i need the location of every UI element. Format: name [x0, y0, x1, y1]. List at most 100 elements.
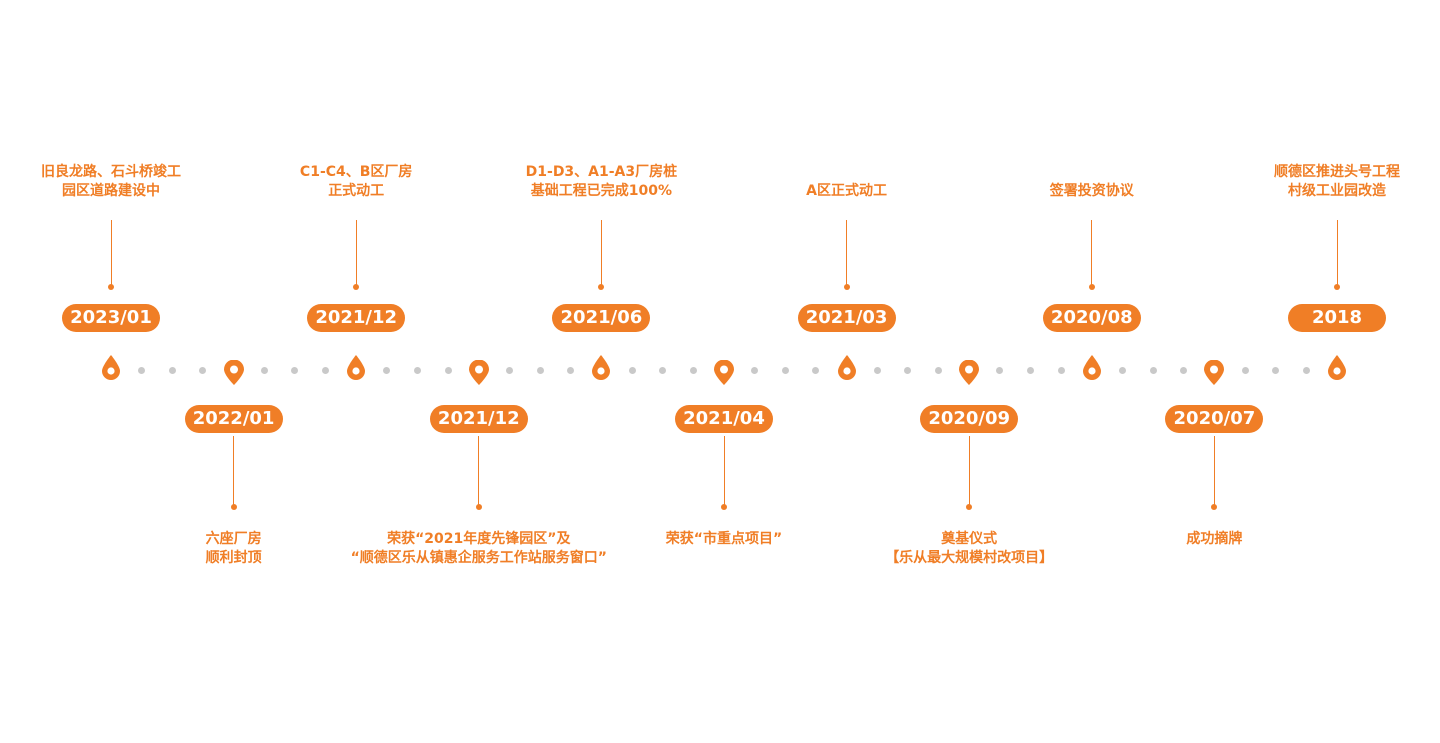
description-line: “顺德区乐从镇惠企服务工作站服务窗口”	[350, 550, 607, 566]
description-line: 签署投资协议	[1049, 183, 1134, 199]
event-description: 旧良龙路、石斗桥竣工园区道路建设中	[0, 163, 291, 201]
description-line: 顺利封顶	[205, 550, 262, 566]
description-line: 正式动工	[328, 183, 385, 199]
event-description: 荣获“市重点项目”	[544, 530, 904, 549]
map-pin-icon	[466, 360, 492, 386]
description-line: 顺德区推进头号工程	[1274, 164, 1400, 180]
connector-line	[478, 436, 480, 506]
description-line: 奠基仪式	[941, 531, 998, 547]
connector-line	[846, 220, 848, 286]
event-description: 荣获“2021年度先锋园区”及 “顺德区乐从镇惠企服务工作站服务窗口”	[299, 530, 659, 568]
drop-icon	[834, 354, 860, 380]
axis-dot	[1057, 366, 1065, 374]
axis-dot	[260, 366, 268, 374]
axis-dot	[1027, 366, 1034, 374]
connector-dot	[1211, 504, 1218, 510]
description-line: 村级工业园改造	[1288, 183, 1386, 199]
description-line: 园区道路建设中	[62, 183, 160, 199]
description-line: 荣获“2021年度先锋园区”及	[387, 531, 571, 547]
axis-dot	[567, 366, 575, 374]
description-line: 旧良龙路、石斗桥竣工	[41, 164, 181, 180]
date-badge: 2021/03	[797, 304, 896, 332]
drop-icon	[98, 354, 124, 380]
date-badge: 2018	[1288, 304, 1386, 332]
connector-dot	[1334, 284, 1340, 290]
event-description: 顺德区推进头号工程村级工业园改造	[1157, 163, 1440, 201]
date-badge: 2020/09	[920, 405, 1019, 433]
description-line: 六座厂房	[205, 531, 262, 547]
connector-line	[355, 220, 357, 286]
axis-dot	[659, 366, 667, 374]
connector-line	[968, 436, 970, 506]
axis-dot	[1241, 366, 1249, 374]
axis-dot	[414, 366, 421, 374]
axis-dot	[628, 366, 636, 374]
drop-icon	[588, 354, 614, 380]
connector-dot	[475, 504, 482, 510]
axis-dot	[138, 366, 146, 374]
date-badge: 2021/12	[429, 405, 528, 433]
description-line: A区正式动工	[806, 183, 888, 199]
map-pin-icon	[711, 360, 737, 386]
map-pin-icon	[956, 360, 982, 386]
drop-icon	[1079, 354, 1105, 380]
event-description: 签署投资协议	[912, 182, 1272, 201]
axis-dot	[383, 366, 391, 374]
axis-dot	[444, 366, 452, 374]
date-badge: 2021/12	[307, 304, 406, 332]
date-badge: 2021/06	[552, 304, 651, 332]
event-description: C1-C4、B区厂房正式动工	[176, 163, 536, 201]
date-badge: 2021/04	[675, 405, 773, 433]
drop-icon	[343, 354, 369, 380]
description-line: 【乐从最大规模村改项目】	[885, 550, 1054, 566]
axis-dot	[505, 366, 513, 374]
event-description: 奠基仪式【乐从最大规模村改项目】	[789, 530, 1149, 568]
axis-dot	[1180, 366, 1188, 374]
description-line: 成功摘牌	[1186, 531, 1243, 547]
axis-dot	[996, 366, 1004, 374]
axis-dot	[1118, 366, 1126, 374]
connector-line	[723, 436, 725, 506]
connector-dot	[966, 504, 973, 510]
axis-dot	[904, 366, 912, 374]
connector-line	[233, 436, 235, 506]
axis-dot	[935, 366, 943, 374]
axis-dot	[873, 366, 881, 374]
connector-line	[1213, 436, 1215, 506]
date-badge: 2023/01	[62, 304, 160, 332]
axis-dot	[751, 366, 759, 374]
drop-icon	[1324, 354, 1350, 380]
connector-dot	[598, 284, 605, 290]
map-pin-icon	[221, 360, 247, 386]
axis-dot	[781, 366, 789, 374]
axis-dot	[168, 366, 176, 374]
connector-dot	[108, 284, 114, 290]
description-line: D1-D3、A1-A3厂房桩	[525, 164, 678, 180]
date-badge: 2020/07	[1165, 405, 1264, 433]
axis-dot	[689, 366, 697, 374]
event-description: A区正式动工	[667, 182, 1027, 201]
connector-dot	[353, 284, 360, 290]
connector-line	[110, 220, 112, 286]
axis-dot	[1149, 366, 1157, 374]
connector-line	[1336, 220, 1338, 286]
connector-dot	[843, 284, 850, 290]
date-badge: 2020/08	[1042, 304, 1141, 332]
description-line: C1-C4、B区厂房	[299, 164, 413, 180]
event-description: D1-D3、A1-A3厂房桩基础工程已完成100%	[421, 163, 781, 201]
description-line: 荣获“市重点项目”	[665, 531, 783, 547]
connector-dot	[721, 504, 727, 510]
event-description: 六座厂房顺利封顶	[54, 530, 414, 568]
axis-dot	[1302, 366, 1310, 374]
description-line: 基础工程已完成100%	[530, 183, 673, 199]
axis-dot	[1272, 366, 1280, 374]
axis-dot	[536, 366, 544, 374]
connector-line	[600, 220, 602, 286]
map-pin-icon	[1201, 360, 1227, 386]
connector-dot	[230, 504, 237, 510]
axis-dot	[291, 366, 299, 374]
connector-dot	[1088, 284, 1095, 290]
event-description: 成功摘牌	[1034, 530, 1394, 549]
